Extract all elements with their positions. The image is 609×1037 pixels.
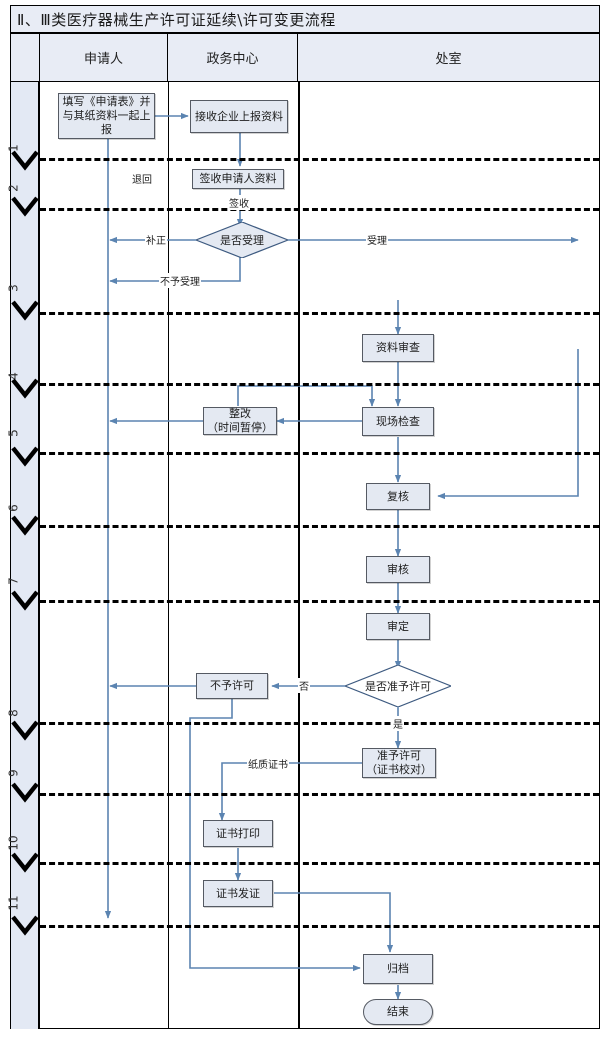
header-step-column <box>11 34 40 82</box>
edge-label-correction: 补正 <box>145 232 167 247</box>
edge-label-accept: 受理 <box>366 232 388 247</box>
diagram-title-bar: Ⅱ、Ⅲ类医疗器械生产许可证延续\许可变更流程 <box>11 6 599 34</box>
node-line-1: 填写《申请表》并 <box>62 94 151 108</box>
phase-separator-3 <box>40 312 599 315</box>
lane-divider-applicant-service <box>168 82 169 1029</box>
node-line-2: 与其纸资料一起上 <box>62 108 151 122</box>
node-approval-decision[interactable]: 审定 <box>366 613 430 640</box>
decision-grant-license[interactable]: 是否准予许可 <box>345 665 451 707</box>
step-number-8: 8 <box>6 709 21 717</box>
node-recheck[interactable]: 复核 <box>366 483 430 510</box>
step-number-5: 5 <box>6 429 21 437</box>
node-receive-materials[interactable]: 接收企业上报资料 <box>190 100 288 133</box>
diagram-frame <box>10 5 600 1029</box>
phase-separator-10 <box>40 862 599 865</box>
diamond-shape <box>196 222 288 258</box>
phase-separator-9 <box>40 793 599 796</box>
phase-separator-6 <box>40 525 599 528</box>
step-number-11: 11 <box>6 895 21 911</box>
node-line-2: （时间暂停） <box>207 421 273 434</box>
decision-grant-label: 是否准予许可 <box>365 680 431 693</box>
phase-separator-4 <box>40 383 599 386</box>
node-archive[interactable]: 归档 <box>363 954 433 984</box>
phase-separator-8 <box>40 722 599 725</box>
step-number-column <box>11 82 40 1029</box>
node-material-review[interactable]: 资料审查 <box>362 334 434 362</box>
diamond-shape <box>345 665 451 707</box>
node-end[interactable]: 结束 <box>363 999 433 1025</box>
step-number-2: 2 <box>6 184 21 192</box>
step-number-4: 4 <box>6 372 21 380</box>
step-number-7: 7 <box>6 577 21 585</box>
page-title: Ⅱ、Ⅲ类医疗器械生产许可证延续\许可变更流程 <box>17 10 336 29</box>
phase-separator-1 <box>40 158 599 161</box>
node-line-1: 整改 <box>229 406 251 420</box>
node-issue-certificate[interactable]: 证书发证 <box>203 880 273 907</box>
header-applicant: 申请人 <box>40 34 168 82</box>
header-office: 处室 <box>298 34 599 82</box>
node-examination[interactable]: 审核 <box>366 556 430 583</box>
node-rectification[interactable]: 整改 （时间暂停） <box>203 407 277 435</box>
node-print-certificate[interactable]: 证书打印 <box>203 820 273 847</box>
node-license-granted[interactable]: 准予许可 （证书校对） <box>362 748 436 778</box>
edge-label-paper-certificate: 纸质证书 <box>247 756 289 771</box>
step-number-1: 1 <box>6 144 21 152</box>
step-number-10: 10 <box>6 835 21 851</box>
lane-divider-service-office <box>298 82 300 1029</box>
node-line-1: 准予许可 <box>377 748 421 762</box>
edge-label-yes: 是 <box>392 716 404 731</box>
header-service-center: 政务中心 <box>168 34 298 82</box>
decision-accept-label: 是否受理 <box>220 234 264 247</box>
phase-separator-7 <box>40 600 599 603</box>
node-sign-receipt-materials[interactable]: 签收申请人资料 <box>192 169 284 189</box>
edge-label-not-accept: 不予受理 <box>159 273 201 288</box>
edge-label-return: 退回 <box>131 171 153 186</box>
node-fill-application[interactable]: 填写《申请表》并 与其纸资料一起上 报 <box>58 93 155 139</box>
node-line-2: （证书校对） <box>366 763 432 776</box>
edge-label-sign-receipt: 签收 <box>228 195 250 210</box>
node-line-3: 报 <box>101 123 112 137</box>
step-number-6: 6 <box>6 504 21 512</box>
step-number-9: 9 <box>6 769 21 777</box>
decision-accept[interactable]: 是否受理 <box>196 222 288 258</box>
edge-label-no: 否 <box>298 678 310 693</box>
node-onsite-inspection[interactable]: 现场检查 <box>362 407 434 436</box>
phase-separator-2 <box>40 208 599 211</box>
phase-separator-11 <box>40 925 599 928</box>
node-license-denied[interactable]: 不予许可 <box>196 673 268 699</box>
step-number-3: 3 <box>6 284 21 292</box>
phase-separator-5 <box>40 452 599 455</box>
